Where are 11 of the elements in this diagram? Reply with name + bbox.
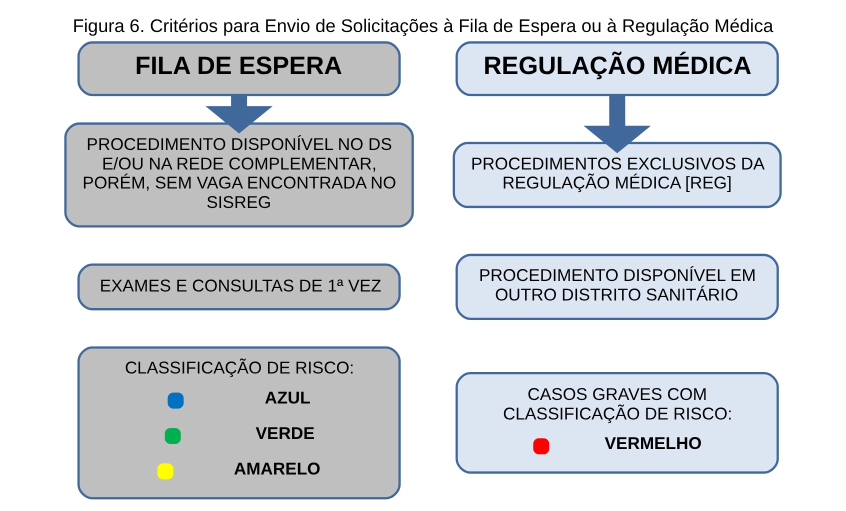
node-box: CASOS GRAVES COM CLASSIFICAÇÃO DE RISCO: VERMELHO [456,372,779,474]
node-box: PROCEDIMENTOS EXCLUSIVOS DA REGULAÇÃO MÉDICA [REG] [452,142,782,208]
node-box: PROCEDIMENTO DISPONÍVEL EM OUTRO DISTRITO SANITÁRIO [456,254,779,320]
node-box: CLASSIFICAÇÃO DE RISCO: AZUL VERDE AMARELO [77,346,401,500]
node-box: PROCEDIMENTO DISPONÍVEL NO DS E/OU NA REDE COMPLEMENTAR, PORÉM, SEM VAGA ENCONTRADA NO SISREG [64,122,414,228]
arrow [584,95,651,154]
node-box: EXAMES E CONSULTAS DE 1ª VEZ [77,264,401,310]
node-box: FILA DE ESPERA [77,41,401,96]
node-box: REGULAÇÃO MÉDICA [456,41,779,96]
diagram-title: Figura 6. Critérios para Envio de Solicitações à Fila de Espera ou à Regulação Médica [72,14,774,36]
arrow [205,95,273,134]
